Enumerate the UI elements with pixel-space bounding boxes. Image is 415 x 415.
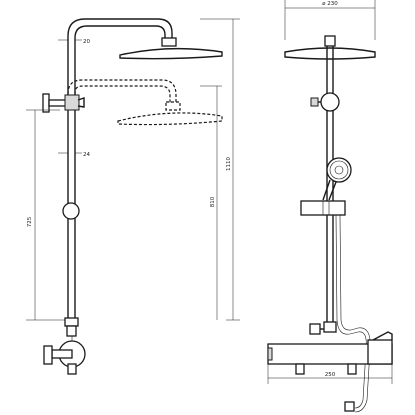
mixer-lever — [372, 331, 393, 341]
shower-arm-inner — [74, 25, 166, 98]
wall-bracket-plate — [42, 93, 50, 113]
lower-height-label: 725 — [27, 216, 33, 227]
arm-diameter-label: 20 — [83, 39, 90, 45]
coupling-front — [323, 321, 337, 333]
head-connector — [161, 37, 177, 47]
bracket-clamp — [64, 94, 80, 111]
connector-alt-position — [165, 101, 181, 111]
total-height-label: 1110 — [226, 157, 232, 171]
shower-hose — [335, 214, 367, 409]
slider-knob — [62, 202, 80, 220]
mixer-width-label: 250 — [325, 372, 336, 378]
clamp-screw — [77, 97, 85, 108]
hand-shower-handle — [322, 179, 331, 201]
bracket-knob-front — [310, 97, 319, 107]
hose-connector — [344, 401, 355, 412]
diverter-knob — [309, 323, 321, 335]
mixer-handle — [43, 345, 53, 365]
side-view: 20 24 725 810 1110 — [26, 18, 240, 375]
coupling-nut — [66, 325, 77, 337]
front-view: ⌀ 230 — [267, 0, 393, 413]
slide-height-label: 810 — [210, 196, 216, 207]
shower-head-front — [284, 47, 376, 60]
mixer-cartridge — [367, 339, 393, 365]
shower-arm — [67, 18, 173, 98]
head-diameter-label: ⌀ 230 — [322, 1, 338, 7]
arm-alt-position — [74, 85, 171, 103]
bracket-front — [320, 92, 340, 112]
hand-shower-head — [326, 157, 352, 183]
coupling — [64, 317, 79, 327]
head-connector-front — [324, 35, 336, 47]
arm-alt-position-outer — [67, 79, 177, 103]
hand-shower-ring — [329, 160, 349, 180]
head-alt-position — [117, 112, 223, 126]
inlet-right — [347, 363, 357, 375]
shower-head-side — [119, 47, 223, 60]
inlet-left — [295, 363, 305, 375]
hand-shower-center — [334, 165, 344, 175]
mixer-stem — [51, 349, 73, 359]
mixer-outlet — [67, 363, 77, 375]
pipe-diameter-label: 24 — [83, 152, 90, 158]
